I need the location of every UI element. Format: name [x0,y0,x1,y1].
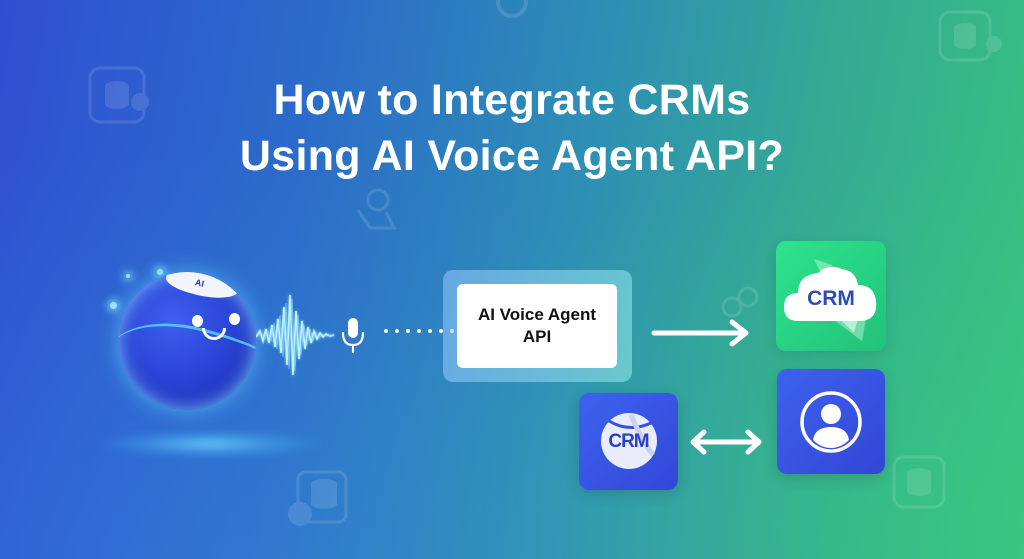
ai-orb-mascot-icon: AI [118,272,256,410]
sparkle [110,302,117,309]
api-card-line-1: AI Voice Agent [477,305,597,324]
arrow-right-icon [651,319,749,347]
crm-cloud-tile: CRM [776,241,886,351]
sparkle [126,274,130,278]
crm-globe-icon [601,413,657,469]
database-pin-icon [88,66,149,124]
api-card-line-2: API [522,327,552,346]
title-line-1: How to Integrate CRMs [273,76,751,124]
crm-globe-tile: CRM [579,393,678,490]
microphone-icon [341,318,365,354]
database-icon [288,470,348,526]
orb-eye-right [229,313,240,325]
api-card-body: AI Voice Agent API [457,284,617,368]
crm-cloud-icon [784,259,877,341]
api-card: AI Voice Agent API [443,270,632,382]
bidirectional-arrow-icon [690,429,762,455]
database-pin-icon [938,10,1002,62]
database-icon [892,455,946,509]
settings-gear-icon [721,286,759,318]
joystick-icon [356,188,397,230]
orb-floor-glow [95,430,325,458]
page-title: How to Integrate CRMs Using AI Voice Age… [0,72,1024,184]
title-line-2: Using AI Voice Agent API? [239,132,785,180]
crm-globe-label: CRM [608,430,649,452]
orb-eye-left [192,315,203,327]
user-profile-tile [777,369,885,474]
sparkle [157,269,163,275]
sound-wave-icon [256,294,335,376]
crm-cloud-label: CRM [807,287,855,310]
user-profile-icon [800,390,862,453]
refresh-icon [496,0,528,18]
